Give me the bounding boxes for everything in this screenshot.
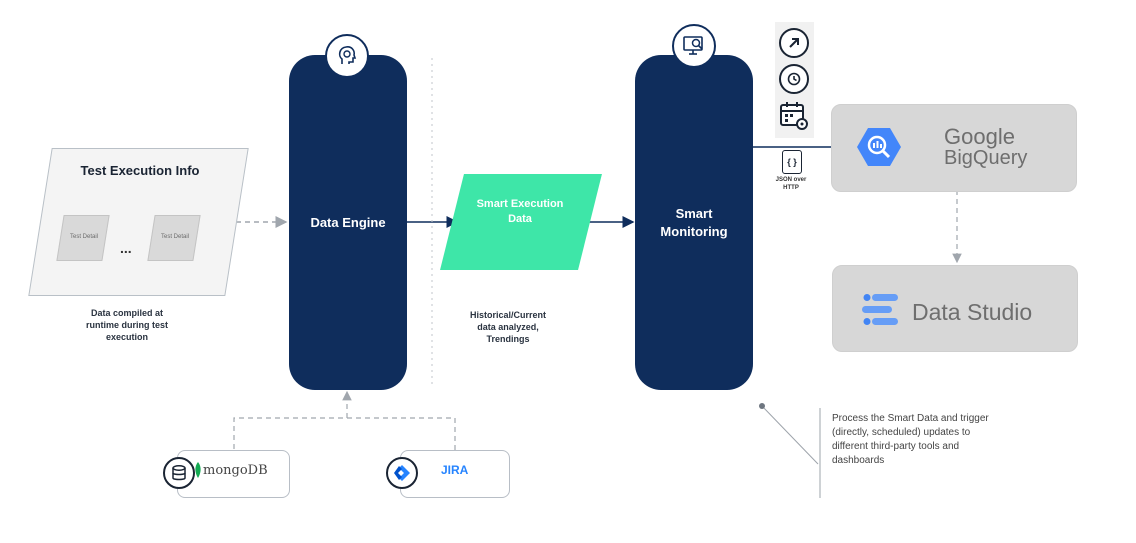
- smart-monitoring-pillar: Smart Monitoring: [635, 55, 753, 390]
- brain-gear-icon: [325, 34, 369, 78]
- mongodb-leaf-icon: [194, 462, 202, 478]
- history-clock-icon: [779, 64, 809, 94]
- datastudio-icon: [858, 292, 902, 328]
- test-detail-ellipsis: ...: [120, 240, 132, 256]
- data-engine-label: Data Engine: [310, 214, 386, 230]
- note-pointer-dot: [759, 403, 765, 409]
- process-note: Process the Smart Data and trigger (dire…: [832, 413, 989, 466]
- arrow-up-right-icon: [779, 28, 809, 58]
- smart-data-caption: Historical/Current data analyzed, Trendi…: [469, 310, 547, 344]
- smart-execution-data-label: Smart Execution Data: [476, 198, 564, 225]
- test-detail-label-right: Test Detail: [160, 234, 189, 240]
- jira-icon: [386, 457, 418, 489]
- monitor-magnifier-icon: [672, 24, 716, 68]
- test-execution-title: Test Execution Info: [80, 163, 200, 178]
- bigquery-google-label: Google: [944, 124, 1015, 149]
- json-over-http-label: JSON over HTTP: [775, 177, 807, 191]
- bigquery-icon: [856, 124, 902, 170]
- jira-card: [400, 450, 510, 498]
- bigquery-product-label: BigQuery: [944, 147, 1028, 169]
- jira-label: JIRA: [441, 463, 469, 477]
- data-engine-pillar: Data Engine: [289, 55, 407, 390]
- smart-monitoring-label: Smart Monitoring: [660, 205, 728, 239]
- sources-to-engine-connector: [233, 417, 456, 458]
- json-braces-icon: { }: [782, 150, 802, 174]
- test-detail-label-left: Test Detail: [69, 234, 98, 240]
- mongodb-label: mongoDB: [203, 463, 268, 478]
- calendar-gear-icon: [778, 100, 810, 132]
- database-icon: [163, 457, 195, 489]
- test-execution-caption: Data compiled at runtime during test exe…: [85, 308, 168, 342]
- note-pointer-line: [761, 405, 819, 465]
- datastudio-label: Data Studio: [912, 299, 1033, 325]
